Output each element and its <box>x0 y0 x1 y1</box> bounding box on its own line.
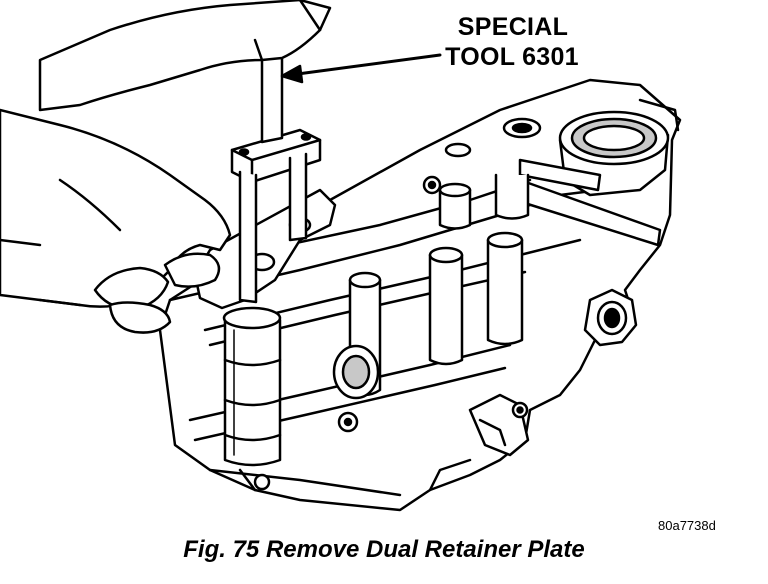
front-ports <box>253 344 380 491</box>
left-valve <box>222 306 282 467</box>
callout-label-line1: SPECIAL <box>457 13 569 41</box>
figure-caption: Fig. 75 Remove Dual Retainer Plate <box>183 536 585 563</box>
top-bores <box>422 117 542 195</box>
clip <box>468 393 530 457</box>
callout-label-line2: TOOL 6301 <box>445 43 579 71</box>
figure-code: 80a7738d <box>658 518 716 533</box>
side-flange <box>583 288 638 347</box>
callout-arrow <box>280 53 442 84</box>
upper-hand <box>38 0 332 112</box>
retainer-bar <box>513 158 662 247</box>
lower-hand <box>0 108 232 334</box>
top-boss <box>558 98 680 197</box>
